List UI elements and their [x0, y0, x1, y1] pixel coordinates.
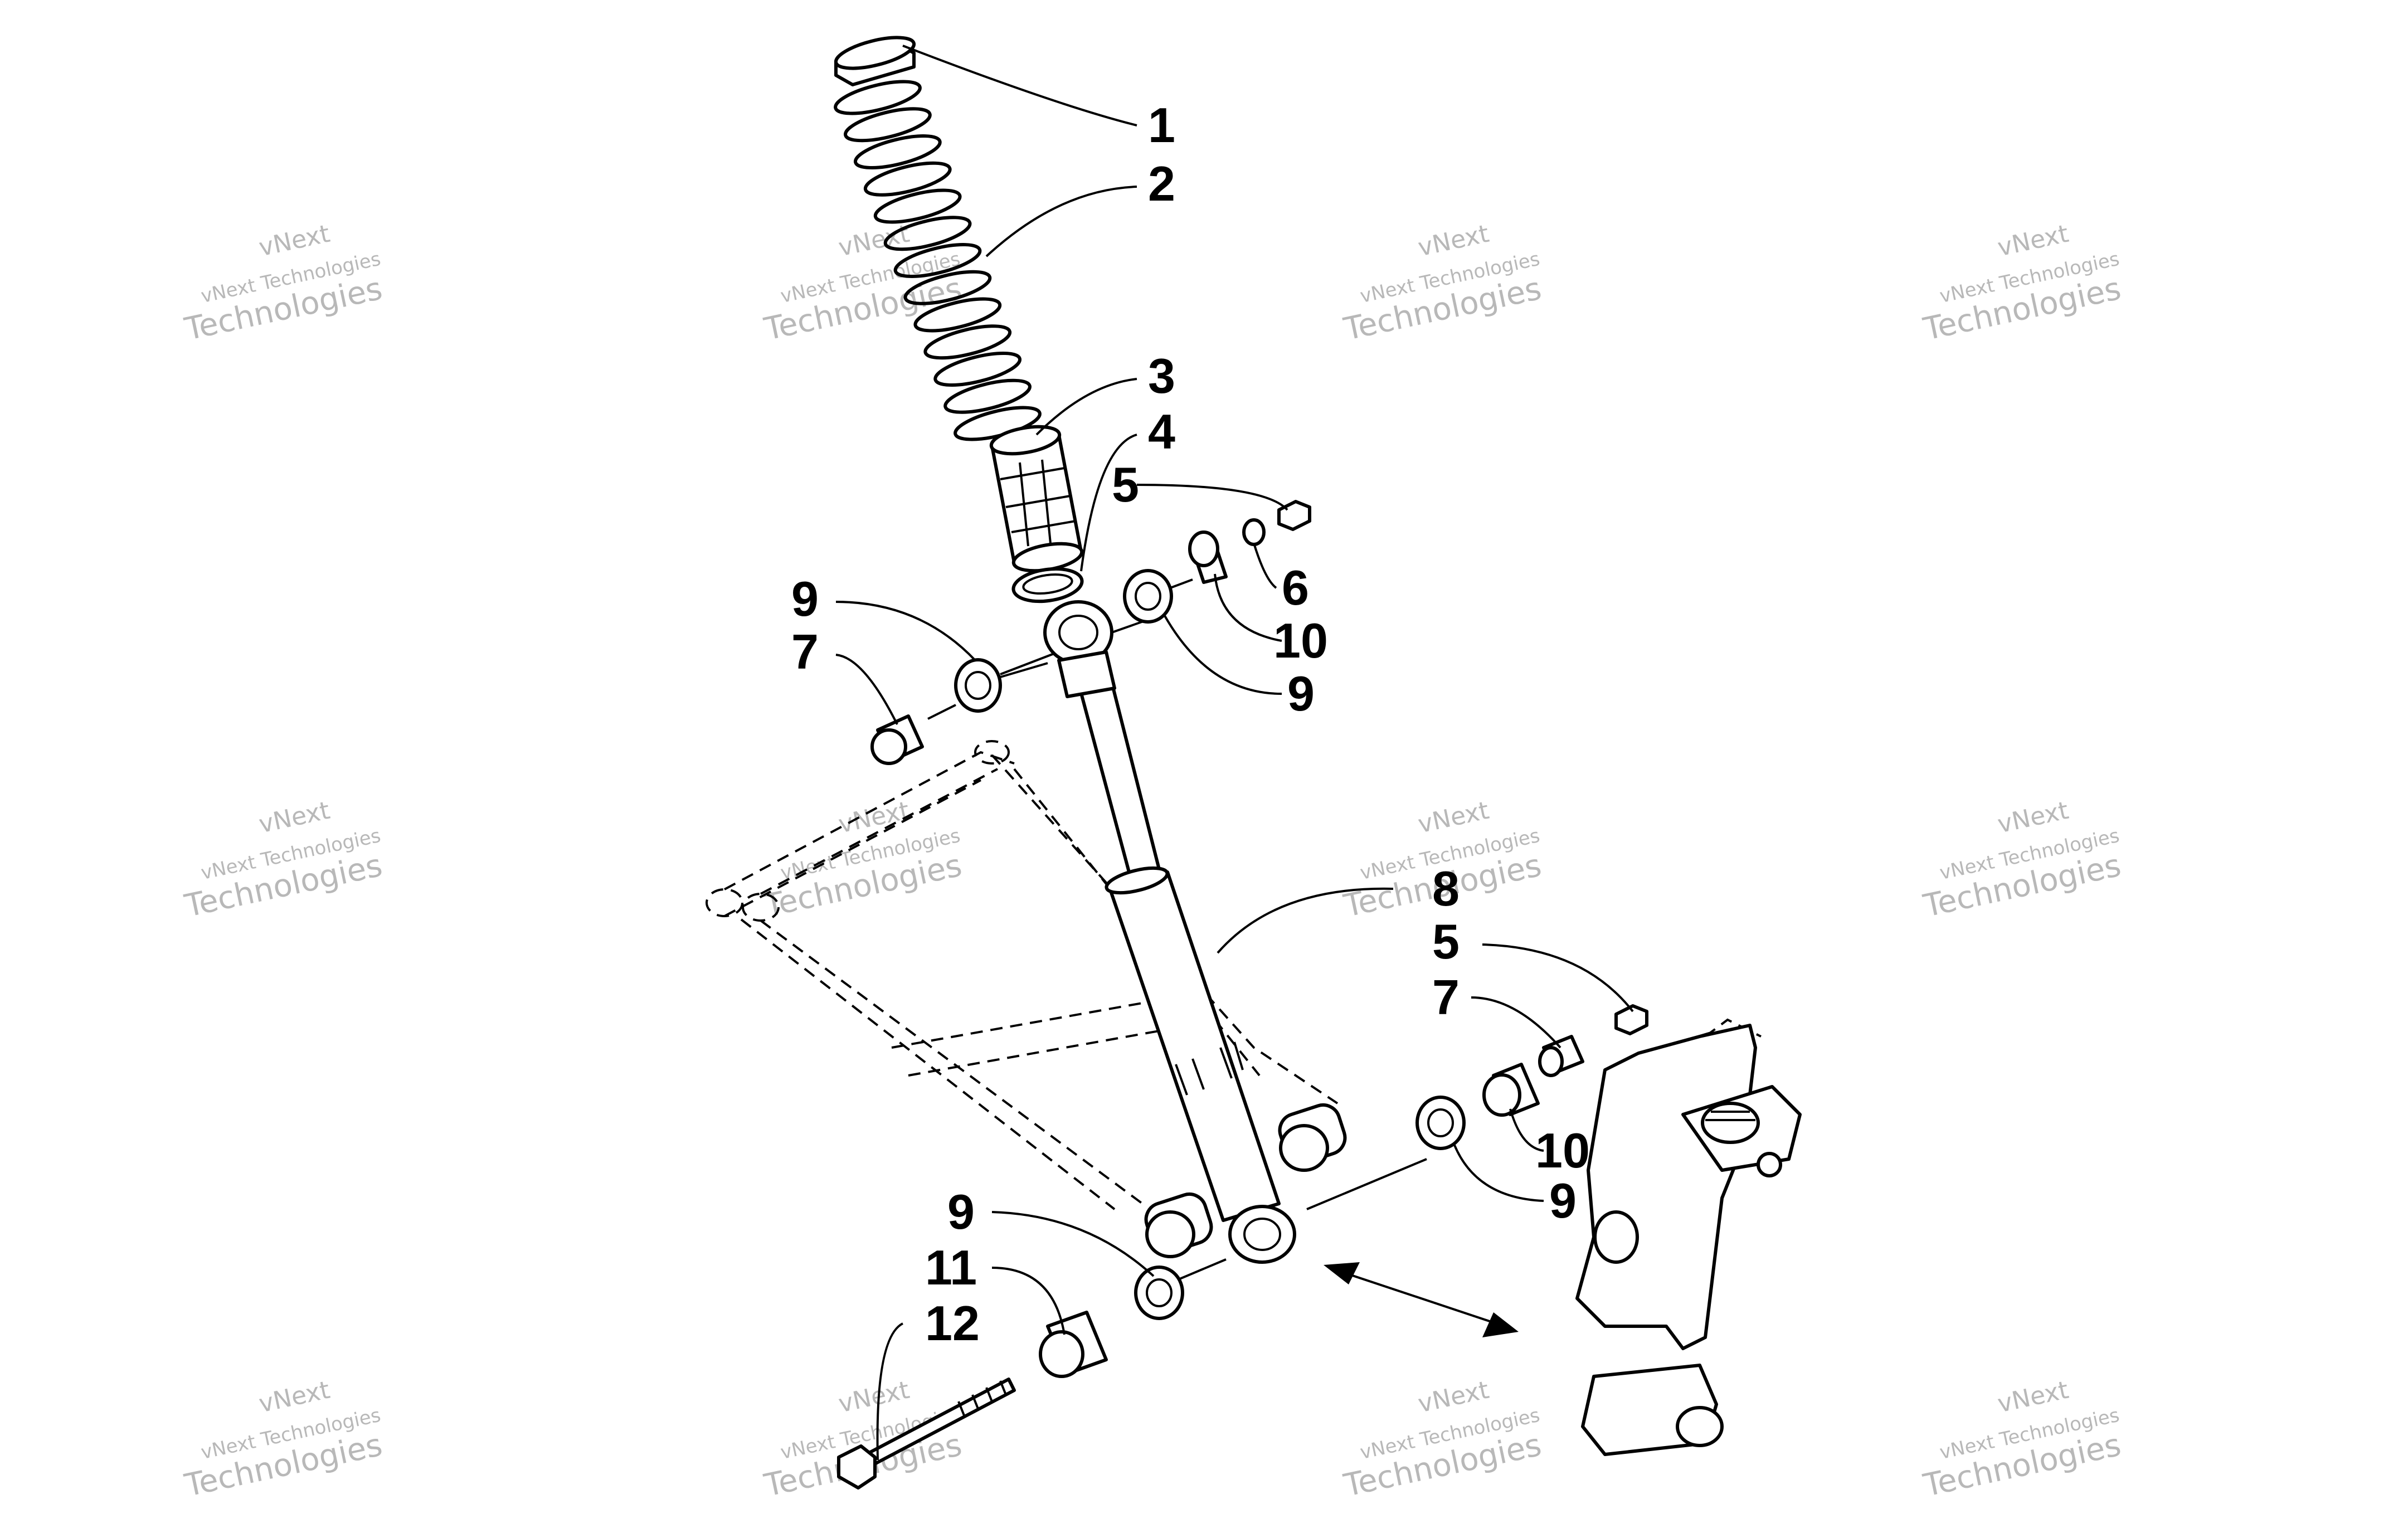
spring-coil — [844, 107, 932, 143]
watermark: vNext vNext Technologies Technologies — [1920, 796, 2124, 924]
callout-7: 7 — [1432, 970, 1460, 1025]
spring-coil — [834, 80, 922, 115]
watermark-line1: vNext — [836, 220, 912, 262]
callout-10: 10 — [1535, 1123, 1590, 1178]
callout-6: 6 — [1282, 560, 1309, 615]
watermark-line1: vNext — [836, 1376, 912, 1419]
callout-9: 9 — [1549, 1173, 1577, 1228]
callout-9: 9 — [1287, 666, 1315, 721]
watermark-line1: vNext — [1415, 1376, 1491, 1419]
watermark: vNext vNext Technologies Technologies — [761, 796, 965, 924]
watermark-line1: vNext — [256, 220, 332, 262]
lower-mount-hardware — [837, 1004, 1648, 1490]
spring-coil — [893, 243, 982, 278]
spring-coil — [903, 270, 992, 305]
callouts: 1 2 3 4 5 6 9 7 10 9 8 5 7 10 9 9 11 12 — [791, 98, 1590, 1351]
watermark-line1: vNext — [1415, 220, 1491, 262]
callout-4: 4 — [1148, 404, 1175, 459]
callout-7: 7 — [791, 624, 819, 679]
spring-coil — [883, 216, 972, 251]
callout-5: 5 — [1432, 914, 1460, 969]
spring-coil — [943, 378, 1032, 414]
watermark-line1: vNext — [1995, 220, 2071, 262]
callout-1: 1 — [1148, 98, 1175, 153]
spring-coil — [863, 161, 952, 197]
watermark: vNext vNext Technologies Technologies — [1340, 1376, 1544, 1504]
spring-washer — [1011, 567, 1084, 603]
callout-2: 2 — [1148, 156, 1175, 211]
watermark: vNext vNext Technologies Technologies — [1340, 220, 1544, 348]
watermark-line1: vNext — [836, 796, 912, 839]
watermark-line1: vNext — [1995, 796, 2071, 839]
callout-8: 8 — [1432, 861, 1460, 916]
spring-retainer — [834, 36, 916, 86]
shock-absorber — [1000, 600, 1427, 1283]
bump-stop — [989, 425, 1084, 573]
watermark: vNext vNext Technologies Technologies — [1920, 1376, 2124, 1504]
callout-10: 10 — [1273, 613, 1328, 668]
callout-9: 9 — [791, 571, 819, 626]
spring-coil — [853, 134, 942, 169]
a-arm-mount-bushings — [1144, 1103, 1347, 1258]
watermark-line1: vNext — [1995, 1376, 2071, 1419]
watermark: vNext vNext Technologies Technologies — [181, 796, 385, 924]
callout-3: 3 — [1148, 348, 1175, 403]
callout-12: 12 — [925, 1296, 980, 1351]
callout-5: 5 — [1112, 457, 1139, 512]
spring-coil — [873, 188, 962, 224]
coil-spring — [834, 80, 1042, 441]
watermark: vNext vNext Technologies Technologies — [181, 1376, 385, 1504]
watermark-line1: vNext — [256, 1376, 332, 1419]
spring-coil — [913, 297, 1002, 333]
watermark: vNext vNext Technologies Technologies — [181, 220, 385, 348]
spring-coil — [923, 324, 1012, 360]
watermark: vNext vNext Technologies Technologies — [1920, 220, 2124, 348]
motion-arrow — [1324, 1262, 1519, 1337]
watermark-line1: vNext — [1415, 796, 1491, 839]
callout-9: 9 — [947, 1184, 975, 1239]
watermark-line1: vNext — [256, 796, 332, 839]
spring-coil — [933, 352, 1022, 387]
steering-spindle — [1575, 1018, 1802, 1456]
callout-11: 11 — [925, 1240, 977, 1295]
upper-mount-hardware — [870, 500, 1311, 765]
leader-lines — [835, 45, 1634, 1461]
